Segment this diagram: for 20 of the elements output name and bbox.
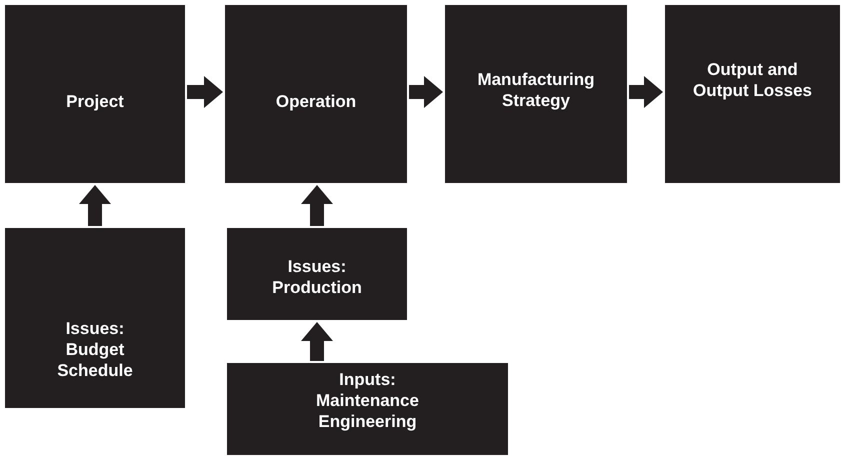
process-box <box>225 5 407 183</box>
process-box <box>665 5 840 183</box>
arrow <box>187 76 223 108</box>
box-label: Project <box>65 91 125 112</box>
process-box <box>445 5 627 183</box>
process-box <box>5 5 185 183</box>
arrow <box>629 76 663 108</box>
box-label: Manufacturing Strategy <box>476 69 596 111</box>
box-label: Issues: Production <box>271 256 363 298</box>
arrow <box>409 76 443 108</box>
process-box <box>227 228 407 320</box>
box-label: Inputs: Maintenance Engineering <box>315 369 420 432</box>
box-label: Operation <box>274 91 358 112</box>
process-box <box>227 363 508 455</box>
arrow <box>301 322 333 361</box>
arrow <box>79 185 111 226</box>
process-box <box>5 228 185 408</box>
arrow <box>301 185 333 226</box>
box-label: Issues: Budget Schedule <box>56 318 134 381</box>
box-label: Output and Output Losses <box>692 59 812 101</box>
